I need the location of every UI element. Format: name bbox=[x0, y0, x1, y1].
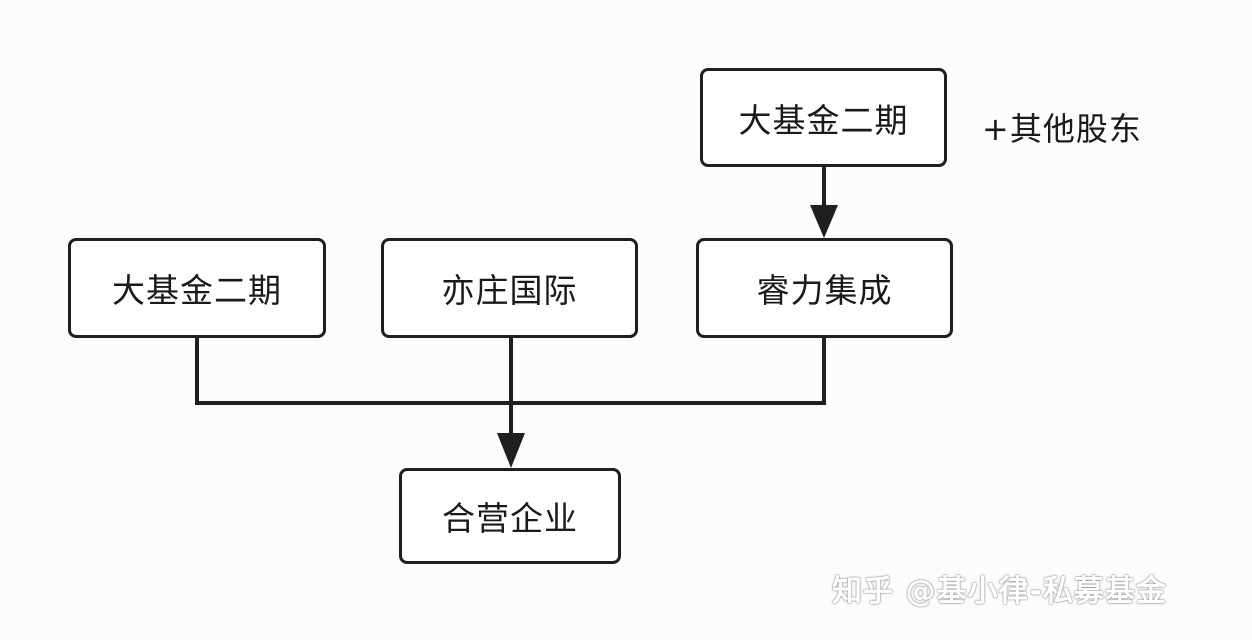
node-label: 合营企业 bbox=[442, 499, 578, 538]
zhihu-watermark: 知乎 @基小律-私募基金 bbox=[832, 574, 1167, 609]
edge-right-to-jv bbox=[511, 338, 826, 405]
node-big-fund-phase2-top: 大基金二期 bbox=[700, 68, 947, 167]
arrowhead-to-jv bbox=[497, 433, 525, 468]
node-label: 大基金二期 bbox=[112, 271, 282, 310]
node-label: 大基金二期 bbox=[738, 100, 909, 140]
node-big-fund-phase2: 大基金二期 bbox=[68, 238, 326, 338]
node-ruili-integration: 睿力集成 bbox=[696, 238, 953, 338]
node-label: 亦庄国际 bbox=[441, 271, 578, 310]
other-shareholders-note: +其他股东 bbox=[982, 110, 1142, 148]
node-yizhuang-international: 亦庄国际 bbox=[381, 238, 638, 338]
edge-left-to-jv bbox=[195, 338, 511, 405]
arrowhead-top-to-right bbox=[810, 205, 838, 238]
node-joint-venture: 合营企业 bbox=[399, 468, 621, 564]
node-label: 睿力集成 bbox=[756, 271, 893, 310]
